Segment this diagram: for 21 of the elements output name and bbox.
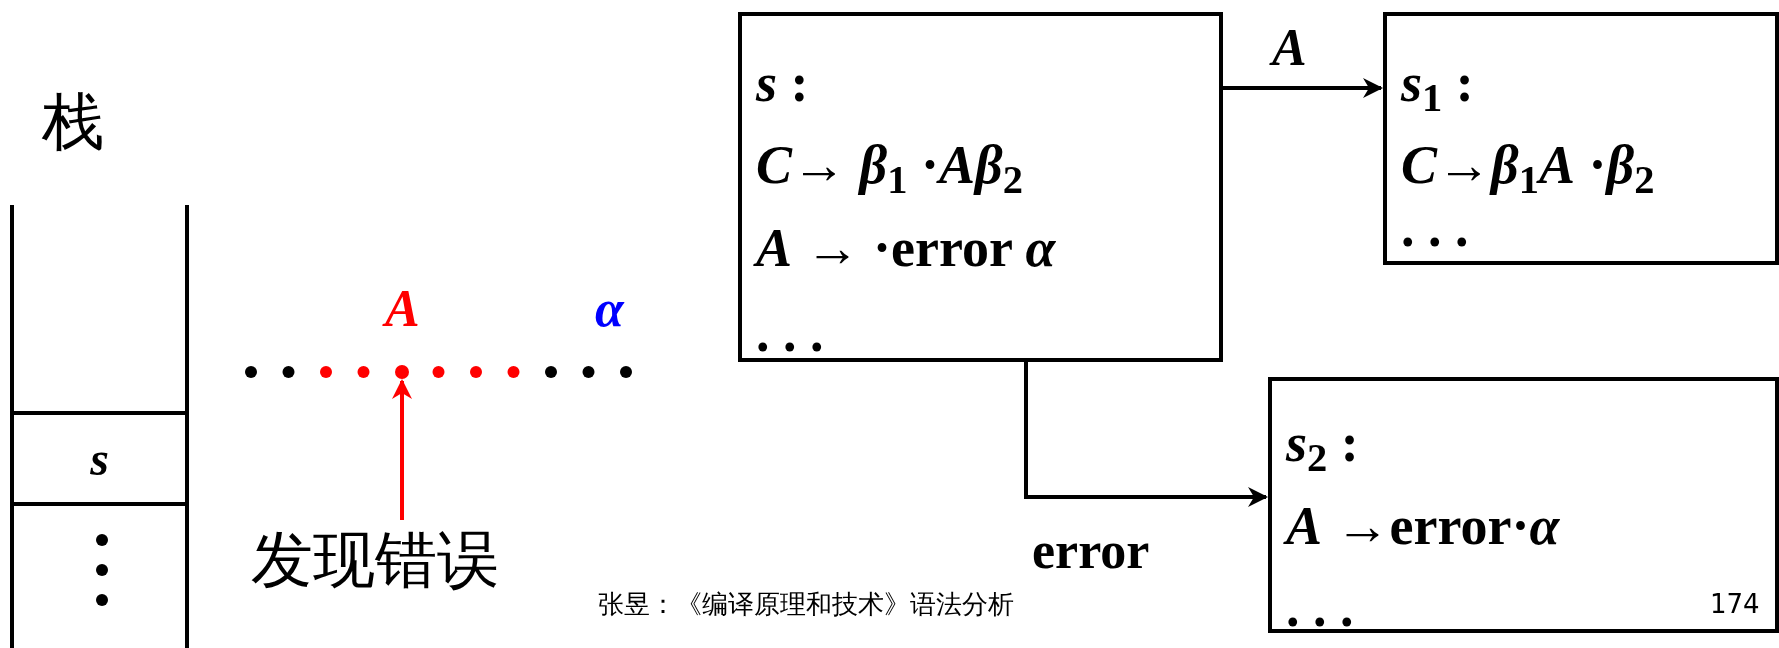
- symbol-dot: [395, 365, 409, 379]
- item-text: C→ β$_{1}$ ·Aβ$_{2}$: [756, 138, 1023, 201]
- state-box: [738, 12, 1223, 362]
- item-text: . . .: [756, 306, 824, 360]
- arrow: [1223, 78, 1383, 98]
- item-text: . . .: [1286, 581, 1354, 635]
- arrow: [1024, 362, 1268, 507]
- item-text: s :: [756, 56, 809, 110]
- annotation-text: 发现错误: [240, 520, 510, 600]
- item-text: C→β$_{1}$A ·β$_{2}$: [1401, 138, 1655, 201]
- item-text: . . .: [1401, 201, 1469, 255]
- arrow: [392, 379, 412, 520]
- stack-title: 栈: [42, 88, 104, 157]
- item-text: s$_{2}$ :: [1286, 416, 1359, 479]
- state-box: [1383, 12, 1779, 265]
- stack-cell: s: [14, 411, 185, 506]
- state-box: [1268, 377, 1779, 633]
- page-number: 174: [1710, 590, 1760, 619]
- item-text: s$_{1}$ :: [1401, 56, 1474, 119]
- footer-text: 张昱：《编译原理和技术》语法分析: [598, 590, 1014, 619]
- symbol-label: α: [595, 280, 624, 338]
